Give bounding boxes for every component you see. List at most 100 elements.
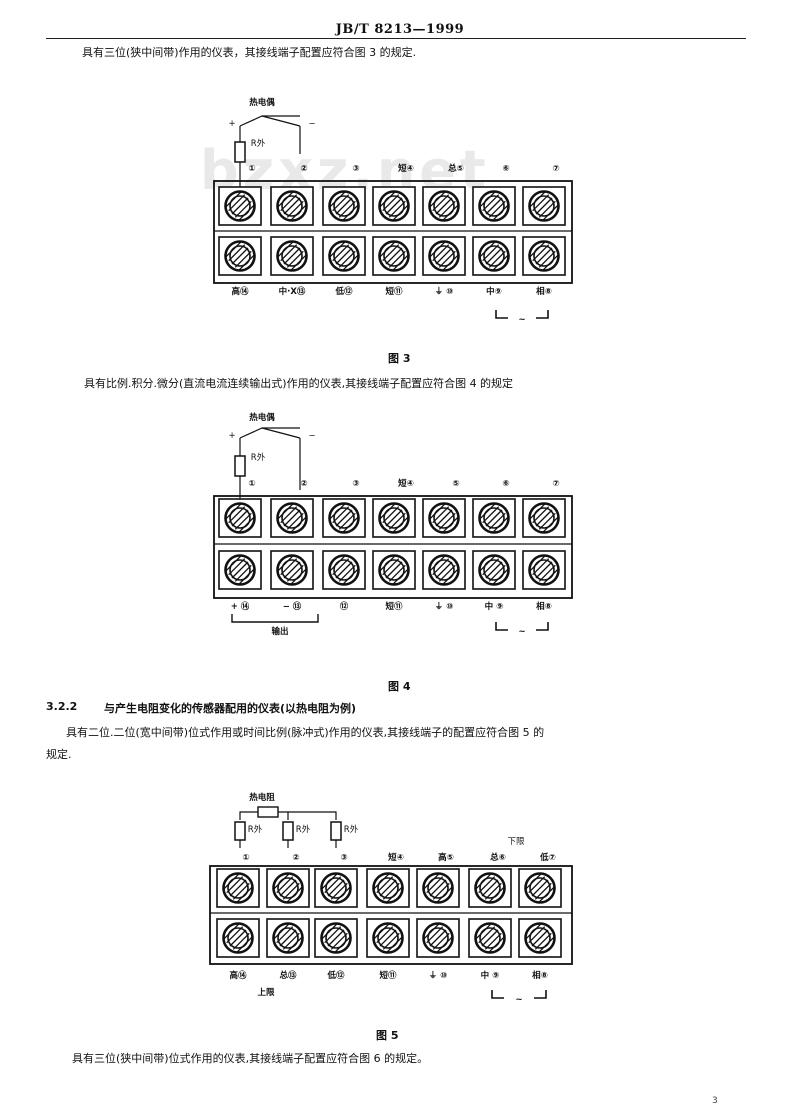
fig3-terminal-top-6: [472, 186, 516, 226]
fig5-sensor-label: 热电阻: [249, 792, 275, 803]
fig3-top-label-7: ⑦: [552, 164, 559, 174]
fig4-terminal-bottom-3: [322, 550, 366, 590]
fig3-terminal-bottom-5: [422, 236, 466, 276]
fig3-terminal-bottom-3: [322, 236, 366, 276]
fig3-terminal-block: [213, 180, 573, 284]
fig5-resistor-1: [234, 821, 246, 841]
fig5-lead-left: [239, 811, 258, 820]
fig3-terminal-bottom-4: [372, 236, 416, 276]
fig3-bottom-label-6: 中⑨: [486, 286, 502, 297]
fig5-bottom-label-5: ⏚ ⑩: [429, 971, 448, 981]
fig4-resistor: [234, 455, 246, 477]
fig4-terminal-bottom-6: [472, 550, 516, 590]
fig3-top-label-4: 短④: [398, 163, 414, 174]
fig5-lead-right: [278, 811, 337, 820]
fig3-terminal-bottom-6: [472, 236, 516, 276]
fig4-top-label-5: ⑤: [452, 479, 459, 489]
fig5-ac-symbol: ~: [515, 995, 522, 1005]
fig5-terminal-top-5: [416, 868, 460, 908]
fig5-bottom-label-1: 高⑭: [229, 970, 247, 981]
fig4-bottom-label-2: − ⑬: [283, 601, 302, 612]
fig4-ac-symbol: ~: [518, 627, 525, 637]
fig5-bottom-label-3: 低⑫: [326, 970, 345, 981]
fig3-bottom-label-5: ⏚ ⑩: [435, 287, 454, 297]
fig3-terminal-bottom-7: [522, 236, 566, 276]
section-number: 3.2.2: [46, 700, 78, 713]
fig4-terminal-top-5: [422, 498, 466, 538]
figure-4-caption: 图 4: [388, 680, 411, 693]
fig4-terminal-top-7: [522, 498, 566, 538]
fig5-terminal-top-1: [216, 868, 260, 908]
standard-code: JB/T 8213—1999: [335, 22, 465, 37]
fig5-terminal-bottom-2: [266, 918, 310, 958]
fig5-ac-bracket-right: [534, 990, 547, 999]
paragraph-fig3-intro: 具有三位(狭中间带)作用的仪表，其接线端子配置应符合图 3 的规定.: [82, 46, 417, 59]
fig5-upper-limit-label: 上限: [257, 987, 275, 998]
paragraph-fig6-intro: 具有三位(狭中间带)位式作用的仪表,其接线端子配置应符合图 6 的规定。: [72, 1052, 429, 1065]
fig4-output-label: 输出: [271, 626, 288, 637]
fig5-top-label-1: ①: [242, 853, 249, 863]
fig5-terminal-bottom-3: [314, 918, 358, 958]
fig4-sensor-label: 热电偶: [249, 412, 275, 423]
fig3-bottom-label-7: 相⑧: [536, 286, 552, 297]
fig4-terminal-top-4: [372, 498, 416, 538]
fig4-terminal-bottom-2: [270, 550, 314, 590]
fig4-bottom-label-7: 相⑧: [536, 601, 552, 612]
fig5-top-label-6: 总⑥: [490, 852, 506, 863]
page-number: 3: [712, 1096, 718, 1106]
fig4-terminal-top-3: [322, 498, 366, 538]
fig4-top-label-7: ⑦: [552, 479, 559, 489]
fig4-top-label-2: ②: [300, 479, 307, 489]
paragraph-fig5-intro-line2: 规定.: [46, 748, 72, 761]
fig5-bottom-label-2: 总⑬: [279, 970, 297, 981]
fig4-thermocouple-lead-b: [261, 427, 301, 439]
fig5-resistor-2: [282, 821, 294, 841]
fig3-ac-symbol: ~: [518, 315, 525, 325]
fig5-terminal-top-3: [314, 868, 358, 908]
fig5-terminal-block: [209, 865, 573, 965]
fig5-top-label-7: 低⑦: [539, 852, 556, 863]
header-rule: [46, 38, 746, 39]
fig3-terminal-top-1: [218, 186, 262, 226]
fig3-terminal-top-5: [422, 186, 466, 226]
fig4-bottom-label-4: 短⑪: [385, 601, 403, 612]
fig3-top-label-1: ①: [248, 164, 255, 174]
fig3-resistor-label: R外: [251, 138, 266, 149]
fig3-sensor-label: 热电偶: [249, 97, 275, 108]
figure-3-caption: 图 3: [388, 352, 411, 365]
fig3-bottom-label-4: 短⑪: [385, 286, 403, 297]
fig4-plus: +: [228, 431, 235, 441]
fig3-plus: +: [228, 119, 235, 129]
fig3-bottom-label-2: 中·X⑬: [279, 286, 306, 297]
fig3-ac-bracket-left: [495, 310, 508, 319]
fig4-terminal-block: [213, 495, 573, 599]
fig5-terminal-bottom-5: [416, 918, 460, 958]
section-title: 与产生电阻变化的传感器配用的仪表(以热电阻为例): [104, 702, 357, 715]
fig4-top-label-6: ⑥: [502, 479, 509, 489]
fig5-terminal-top-7: [518, 868, 562, 908]
fig4-ac-bracket-left: [495, 622, 508, 631]
fig5-terminal-bottom-1: [216, 918, 260, 958]
fig3-bottom-label-3: 低⑫: [334, 286, 353, 297]
fig4-minus: −: [308, 431, 315, 441]
fig5-terminal-top-2: [266, 868, 310, 908]
fig4-output-bracket: [231, 614, 319, 623]
fig3-minus: −: [308, 119, 315, 129]
fig5-terminal-bottom-4: [366, 918, 410, 958]
fig5-terminal-top-4: [366, 868, 410, 908]
fig5-rtd-element: [257, 806, 279, 818]
fig4-resistor-label: R外: [251, 452, 266, 463]
fig4-bottom-label-3: ⑫: [340, 601, 349, 612]
fig3-terminal-top-7: [522, 186, 566, 226]
fig4-terminal-bottom-1: [218, 550, 262, 590]
fig3-terminal-top-3: [322, 186, 366, 226]
fig5-bottom-label-7: 相⑧: [532, 970, 548, 981]
fig5-resistor-label-2: R外: [296, 824, 311, 835]
fig4-terminal-bottom-4: [372, 550, 416, 590]
fig5-terminal-bottom-6: [468, 918, 512, 958]
fig5-resistor-label-1: R外: [248, 824, 263, 835]
fig3-top-label-6: ⑥: [502, 164, 509, 174]
